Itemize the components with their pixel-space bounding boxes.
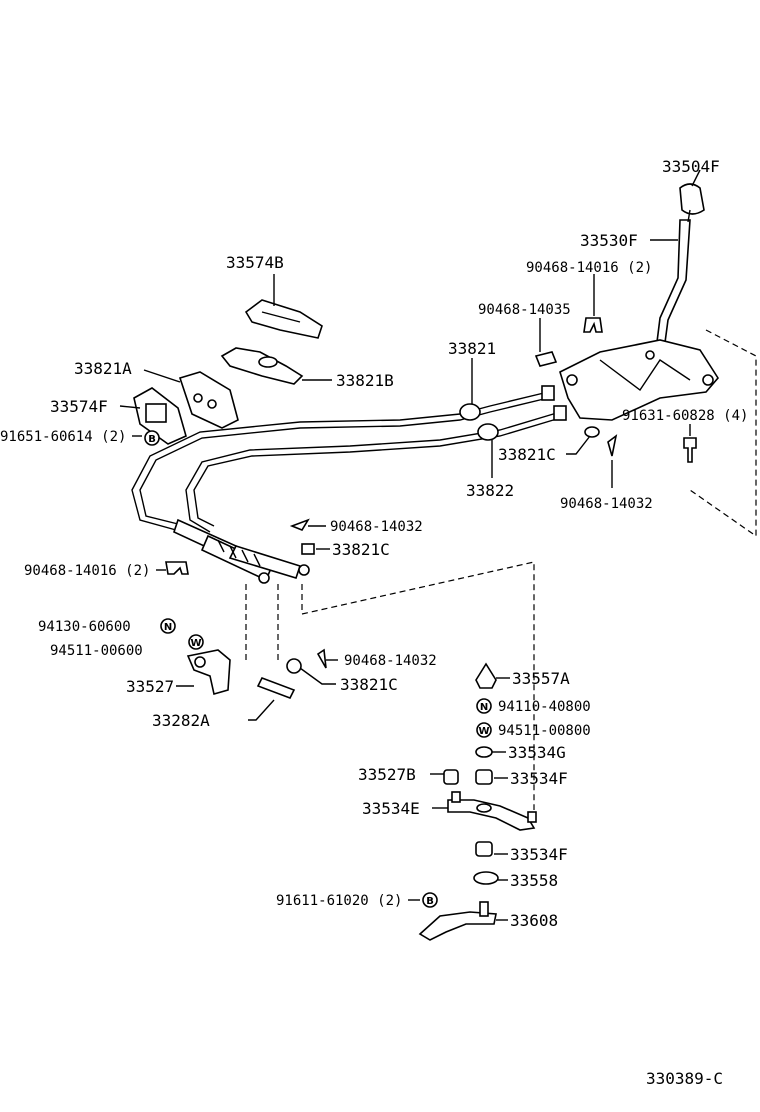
label-94110-40800: 94110-40800 [498, 699, 591, 715]
label-33534G: 33534G [508, 743, 566, 762]
bracket-33608 [418, 901, 497, 941]
label-33821A: 33821A [74, 359, 132, 378]
washer-33821C-low [286, 658, 302, 674]
label-91631-60828: 91631-60828 (4) [622, 408, 748, 424]
label-33534E: 33534E [362, 799, 420, 818]
svg-text:N: N [480, 702, 488, 713]
label-90468-14032-right: 90468-14032 [560, 496, 653, 512]
label-90468-14016-top: 90468-14016 (2) [526, 260, 652, 276]
svg-text:W: W [478, 726, 489, 737]
clip-90468-14016-left [165, 561, 189, 575]
shift-lever [655, 209, 691, 351]
label-33504F: 33504F [662, 157, 720, 176]
bushing-33534G [475, 746, 493, 758]
label-33534F-b: 33534F [510, 845, 568, 864]
pin-33282A [256, 676, 296, 700]
clip-90468-14032-mid [289, 518, 310, 531]
label-91611-61020: 91611-61020 (2) [276, 893, 402, 909]
label-90468-14016-left: 90468-14016 (2) [24, 563, 150, 579]
bushing-33534F-a [475, 769, 493, 785]
label-90468-14032-low: 90468-14032 [344, 653, 437, 669]
cable-33821 [131, 385, 555, 531]
symbol-washer-w-2: W [478, 726, 489, 737]
label-33608: 33608 [510, 911, 558, 930]
label-94511-00800: 94511-00800 [498, 723, 591, 739]
label-90468-14032-mid: 90468-14032 [330, 519, 423, 535]
svg-text:B: B [148, 434, 156, 445]
label-33821C-low: 33821C [340, 675, 398, 694]
figure-code: 330389-C [646, 1069, 723, 1088]
svg-text:N: N [164, 622, 172, 633]
label-33530F: 33530F [580, 231, 638, 250]
symbol-nut-n-2: N [480, 702, 488, 713]
label-94130-60600: 94130-60600 [38, 619, 131, 635]
symbol-bolt-b-1: B [144, 430, 160, 446]
lower-dashed-guides [245, 561, 535, 810]
clip-90468-14016-top [583, 317, 603, 333]
mount-bolt [683, 437, 697, 463]
label-33821B: 33821B [336, 371, 394, 390]
label-33821C-mid: 33821C [332, 540, 390, 559]
retainer-33821B [220, 347, 304, 385]
label-90468-14035: 90468-14035 [478, 302, 571, 318]
washer-33821C-top [584, 426, 600, 438]
label-33557A: 33557A [512, 669, 570, 688]
boot-33557A [475, 662, 497, 689]
label-33574B: 33574B [226, 253, 284, 272]
label-33574F: 33574F [50, 397, 108, 416]
nut-94110 [476, 698, 492, 714]
bracket-33527 [186, 649, 231, 696]
retainer-33821A [178, 371, 239, 429]
clip-90468-14035 [534, 351, 558, 367]
symbol-nut-n-1: N [164, 622, 172, 633]
label-33527B: 33527B [358, 765, 416, 784]
label-33282A: 33282A [152, 711, 210, 730]
arm-33534E [447, 791, 537, 831]
clip-90468-14032-right [607, 434, 618, 457]
svg-text:W: W [190, 638, 201, 649]
shift-lever-housing [559, 339, 719, 421]
symbol-bolt-b-2: B [422, 892, 438, 908]
leader-lines [119, 169, 701, 921]
label-33821C-top: 33821C [498, 445, 556, 464]
bushing-33558 [473, 871, 499, 885]
label-33558: 33558 [510, 871, 558, 890]
washer-94511-00600 [188, 634, 204, 650]
label-33527: 33527 [126, 677, 174, 696]
washer-94511-00800 [476, 722, 492, 738]
bushing-33821C-mid [301, 543, 315, 555]
nut-94130 [160, 618, 176, 634]
svg-text:B: B [426, 896, 434, 907]
retainer-33574F [133, 387, 187, 445]
label-33821: 33821 [448, 339, 496, 358]
bushing-33527B [443, 769, 459, 785]
cable-ends-lower [173, 518, 310, 584]
shift-knob [679, 183, 705, 215]
retainer-33574B [244, 299, 323, 339]
bushing-33534F-b [475, 841, 493, 857]
clip-90468-14032-low [316, 648, 327, 669]
symbol-washer-w-1: W [190, 638, 201, 649]
label-94511-00600: 94511-00600 [50, 643, 143, 659]
label-91651-60614: 91651-60614 (2) [0, 429, 126, 445]
label-33822: 33822 [466, 481, 514, 500]
label-33534F-a: 33534F [510, 769, 568, 788]
cable-33822 [185, 405, 567, 533]
